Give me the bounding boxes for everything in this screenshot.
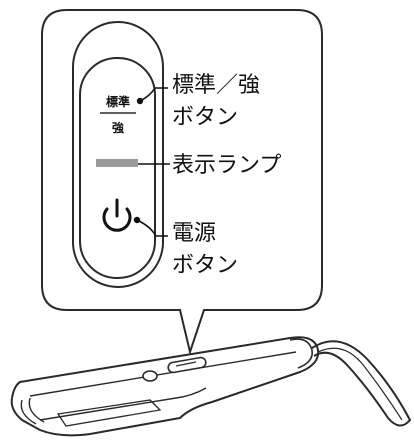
callout-power-button-line2: ボタン <box>172 253 238 278</box>
strap <box>311 340 412 427</box>
callout-power-button-line1: 電源 <box>172 221 216 246</box>
standard-strong-button[interactable]: 標準 強 <box>100 94 136 135</box>
control-panel-inner <box>79 57 156 279</box>
callout-standard-strong-line1: 標準／強 <box>172 73 260 98</box>
standard-strong-button-top-label: 標準 <box>106 94 130 109</box>
power-symbol-icon[interactable] <box>102 198 132 232</box>
standard-strong-button-bottom-label: 強 <box>112 120 124 135</box>
display-lamp <box>96 159 138 167</box>
leader-standard-strong <box>136 87 168 105</box>
leader-power-button <box>133 216 168 237</box>
callout-display-lamp: 表示ランプ <box>172 153 281 178</box>
callout-standard-strong-line2: ボタン <box>172 105 238 130</box>
device-body <box>10 336 320 437</box>
